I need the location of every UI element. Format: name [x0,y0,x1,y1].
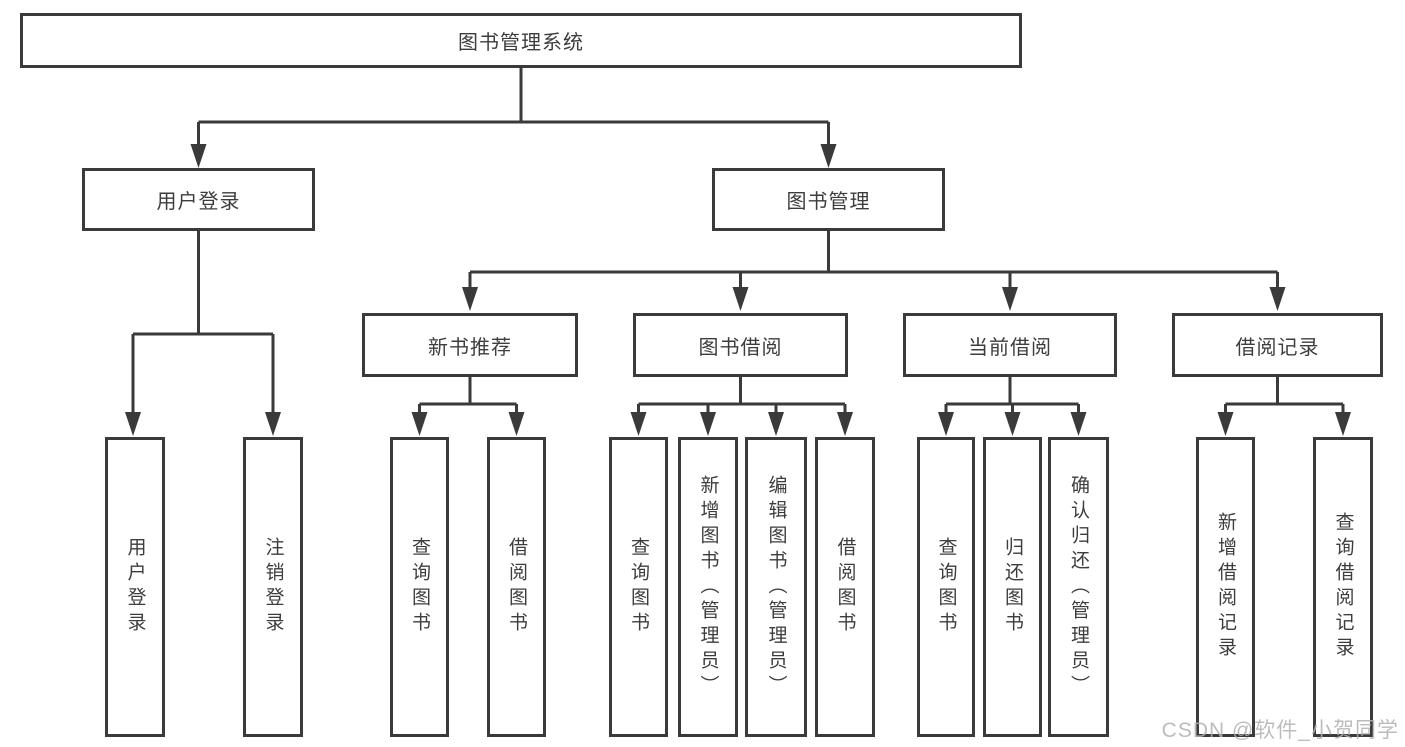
leaf-borrow-query-label: 查询图书 [628,537,649,637]
leaf-confirm-return-admin-label: 确认归还（管理员） [1068,474,1089,700]
leaf-borrow-book: 借阅图书 [815,437,875,737]
leaf-borrow-book-label: 借阅图书 [834,537,856,637]
node-root: 图书管理系统 [20,13,1022,68]
leaf-confirm-return-admin: 确认归还（管理员） [1048,437,1109,737]
connector-userlogin-group [131,231,275,418]
leaf-newbook-query-label: 查询图书 [409,537,430,637]
node-user-login: 用户登录 [82,168,315,231]
leaf-record-add: 新增借阅记录 [1196,437,1255,737]
leaf-borrow-edit-admin-label: 编辑图书（管理员） [765,474,787,700]
leaf-borrow-edit-admin: 编辑图书（管理员） [745,437,807,737]
connector-root-trunk [197,68,830,150]
leaf-current-query: 查询图书 [917,437,975,737]
leaf-newbook-borrow: 借阅图书 [487,437,546,737]
leaf-borrow-add-admin-label: 新增图书（管理员） [697,474,719,700]
leaf-newbook-query: 查询图书 [390,437,449,737]
leaf-record-query: 查询借阅记录 [1313,437,1373,737]
leaf-record-query-label: 查询借阅记录 [1332,512,1354,662]
leaf-user-login-label: 用户登录 [124,537,146,637]
connector-current-group [944,376,1080,418]
leaf-borrow-query: 查询图书 [609,437,668,737]
leaf-newbook-borrow-label: 借阅图书 [506,537,527,637]
node-new-book-recommend: 新书推荐 [362,313,578,377]
leaf-return-book: 归还图书 [983,437,1042,737]
node-current-borrow: 当前借阅 [903,313,1117,377]
node-new-book-recommend-label: 新书推荐 [428,336,512,359]
leaf-logout: 注销登录 [243,437,303,737]
node-book-borrow: 图书借阅 [633,313,848,377]
node-root-label: 图书管理系统 [458,32,584,54]
node-book-management-label: 图书管理 [786,191,871,213]
leaf-borrow-add-admin: 新增图书（管理员） [678,437,738,737]
node-borrow-records: 借阅记录 [1172,313,1383,377]
connector-records-group [1224,376,1345,418]
node-book-borrow-label: 图书借阅 [698,336,783,359]
node-user-login-label: 用户登录 [156,191,241,213]
connector-borrow-group [637,376,847,418]
leaf-current-query-label: 查询图书 [935,537,957,637]
leaf-record-add-label: 新增借阅记录 [1215,512,1236,662]
leaf-user-login: 用户登录 [105,437,165,737]
connector-newbook-group [418,377,518,418]
leaf-return-book-label: 归还图书 [1002,537,1023,637]
node-current-borrow-label: 当前借阅 [968,336,1052,359]
node-borrow-records-label: 借阅记录 [1235,336,1320,359]
leaf-logout-label: 注销登录 [262,537,284,637]
connector-bookmgmt-group [468,231,1279,293]
node-book-management: 图书管理 [712,168,945,231]
